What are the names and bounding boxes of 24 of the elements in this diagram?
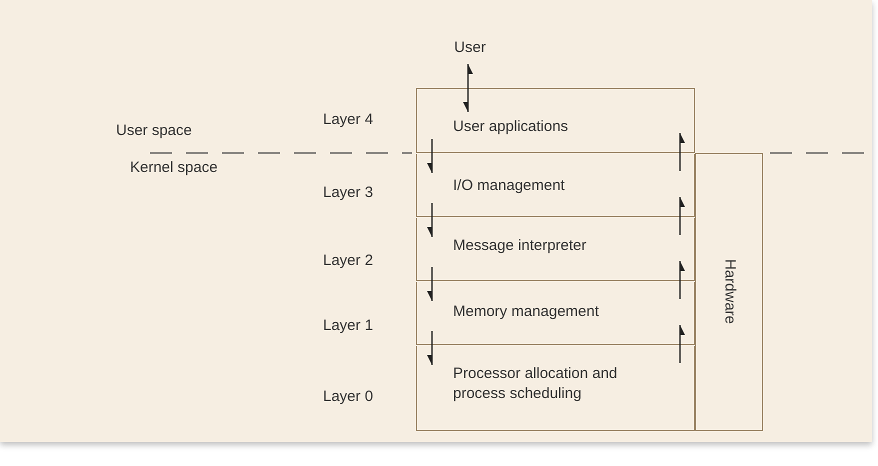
node-label: User applications [453,117,570,137]
arrow [679,325,685,363]
hardware-box [695,153,763,431]
node-label: Message interpreter [453,236,588,256]
arrow [679,133,685,171]
arrow [427,139,433,173]
arrow [427,331,433,365]
arrow [679,197,685,235]
layer-label: Layer 2 [323,251,374,271]
arrow [463,64,473,112]
space-label: User space [116,121,192,141]
layer-label: Layer 0 [323,387,374,407]
layer-label: Layer 3 [323,183,374,203]
node-label: Processor allocation and process scheduling [453,364,618,404]
arrow [427,267,433,301]
node-label: I/O management [453,176,566,196]
node-label: Hardware [720,259,740,325]
layer-label: Layer 4 [323,110,374,130]
node-label: User [454,38,486,58]
space-label: Kernel space [130,158,218,178]
node-label: Memory management [453,302,600,322]
arrow [679,261,685,299]
arrow [427,203,433,237]
layer-label: Layer 1 [323,316,374,336]
